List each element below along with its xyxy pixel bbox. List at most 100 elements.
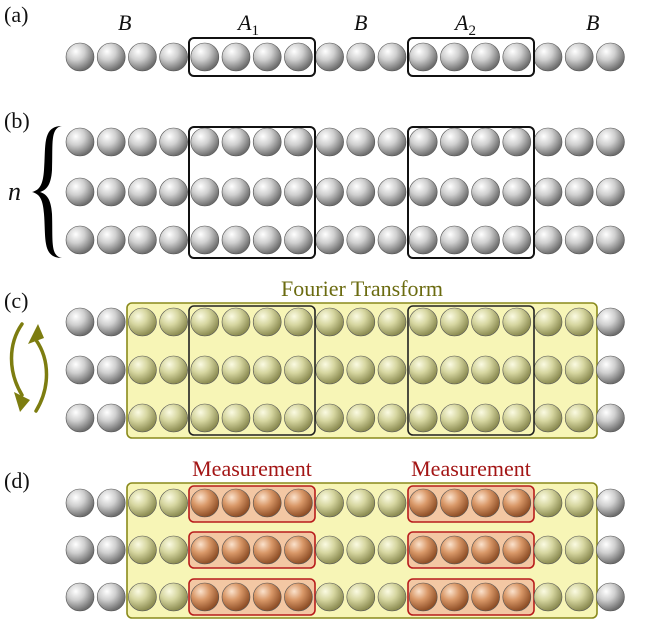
transformed-atom-ball — [471, 307, 500, 337]
atom-ball — [533, 177, 563, 207]
atom-ball — [221, 42, 251, 72]
atom-ball — [346, 42, 376, 72]
atom-ball — [65, 177, 95, 207]
transformed-atom-ball — [315, 403, 344, 433]
transformed-atom-ball — [346, 535, 376, 565]
atom-ball — [315, 177, 344, 207]
transformed-atom-ball — [190, 355, 220, 385]
transformed-atom-ball — [252, 355, 282, 385]
transformed-atom-ball — [221, 355, 251, 385]
transformed-atom-ball — [190, 307, 220, 337]
transformed-atom-ball — [533, 307, 563, 337]
transformed-atom-ball — [159, 307, 188, 337]
atom-ball — [471, 177, 500, 207]
transformed-atom-ball — [377, 355, 407, 385]
region-label-b-left: B — [118, 10, 131, 35]
atom-ball — [65, 403, 95, 433]
atom-ball — [596, 42, 625, 72]
measured-atom-ball — [440, 535, 469, 565]
atom-ball — [96, 42, 126, 72]
atom-ball — [408, 225, 438, 255]
atom-ball — [596, 307, 625, 337]
atom-ball — [190, 225, 220, 255]
transformed-atom-ball — [346, 307, 376, 337]
transformed-atom-ball — [221, 307, 251, 337]
atom-ball — [440, 177, 469, 207]
transformed-atom-ball — [346, 403, 376, 433]
transformed-atom-ball — [128, 582, 157, 612]
atom-ball — [190, 177, 220, 207]
curly-brace-icon — [32, 126, 62, 258]
panel-label-b: (b) — [4, 108, 30, 133]
atom-ball — [596, 127, 625, 157]
atom-ball — [221, 225, 251, 255]
atom-ball — [564, 225, 594, 255]
atom-ball — [377, 177, 407, 207]
atom-ball — [564, 42, 594, 72]
transformed-atom-ball — [564, 535, 594, 565]
transformed-atom-ball — [533, 355, 563, 385]
transformed-atom-ball — [533, 535, 563, 565]
atom-ball — [128, 127, 157, 157]
atom-ball — [346, 127, 376, 157]
atom-ball — [315, 42, 344, 72]
atom-ball — [221, 177, 251, 207]
fourier-transform-label: Fourier Transform — [281, 276, 443, 301]
region-box-a1-multi — [188, 126, 316, 259]
atom-ball — [159, 225, 188, 255]
atom-ball — [502, 127, 532, 157]
transformed-atom-ball — [284, 307, 313, 337]
atom-ball — [471, 42, 500, 72]
measured-atom-ball — [221, 582, 251, 612]
region-box-a2-transformed — [407, 305, 535, 436]
transformed-atom-ball — [377, 307, 407, 337]
transformed-atom-ball — [408, 307, 438, 337]
atom-ball — [564, 127, 594, 157]
transformed-atom-ball — [502, 307, 532, 337]
atom-ball — [65, 355, 95, 385]
atom-ball — [346, 225, 376, 255]
atom-ball — [96, 582, 126, 612]
atom-ball — [408, 127, 438, 157]
transformed-atom-ball — [252, 307, 282, 337]
measured-atom-ball — [190, 488, 220, 518]
atom-ball — [65, 307, 95, 337]
measurement-box-a1-row1 — [188, 485, 316, 523]
transformed-atom-ball — [377, 488, 407, 518]
panel-label-d: (d) — [4, 468, 30, 493]
measured-atom-ball — [252, 535, 282, 565]
atom-ball — [408, 177, 438, 207]
measured-atom-ball — [221, 535, 251, 565]
measured-atom-ball — [471, 535, 500, 565]
measured-atom-ball — [284, 582, 313, 612]
atom-ball — [564, 177, 594, 207]
atom-ball — [596, 582, 625, 612]
atom-ball — [596, 535, 625, 565]
transformed-atom-ball — [564, 582, 594, 612]
atom-ball — [96, 535, 126, 565]
transformed-atom-ball — [128, 488, 157, 518]
transformed-atom-ball — [564, 488, 594, 518]
transformed-atom-ball — [408, 403, 438, 433]
atom-ball — [65, 488, 95, 518]
transformed-atom-ball — [471, 355, 500, 385]
measured-atom-ball — [284, 488, 313, 518]
transformed-atom-ball — [377, 582, 407, 612]
transformed-atom-ball — [159, 488, 188, 518]
transformed-atom-ball — [159, 403, 188, 433]
region-label-a2: A2 — [453, 10, 476, 39]
transformed-atom-ball — [440, 307, 469, 337]
atom-ball — [346, 177, 376, 207]
atom-ball — [128, 225, 157, 255]
measured-atom-ball — [471, 582, 500, 612]
atom-ball — [65, 535, 95, 565]
atom-ball — [471, 127, 500, 157]
region-label-a1: A1 — [236, 10, 259, 39]
transformed-atom-ball — [284, 403, 313, 433]
measured-atom-ball — [502, 582, 532, 612]
atom-ball — [96, 307, 126, 337]
measured-atom-ball — [408, 488, 438, 518]
transformed-atom-ball — [564, 307, 594, 337]
atom-ball — [221, 127, 251, 157]
atom-ball — [65, 582, 95, 612]
